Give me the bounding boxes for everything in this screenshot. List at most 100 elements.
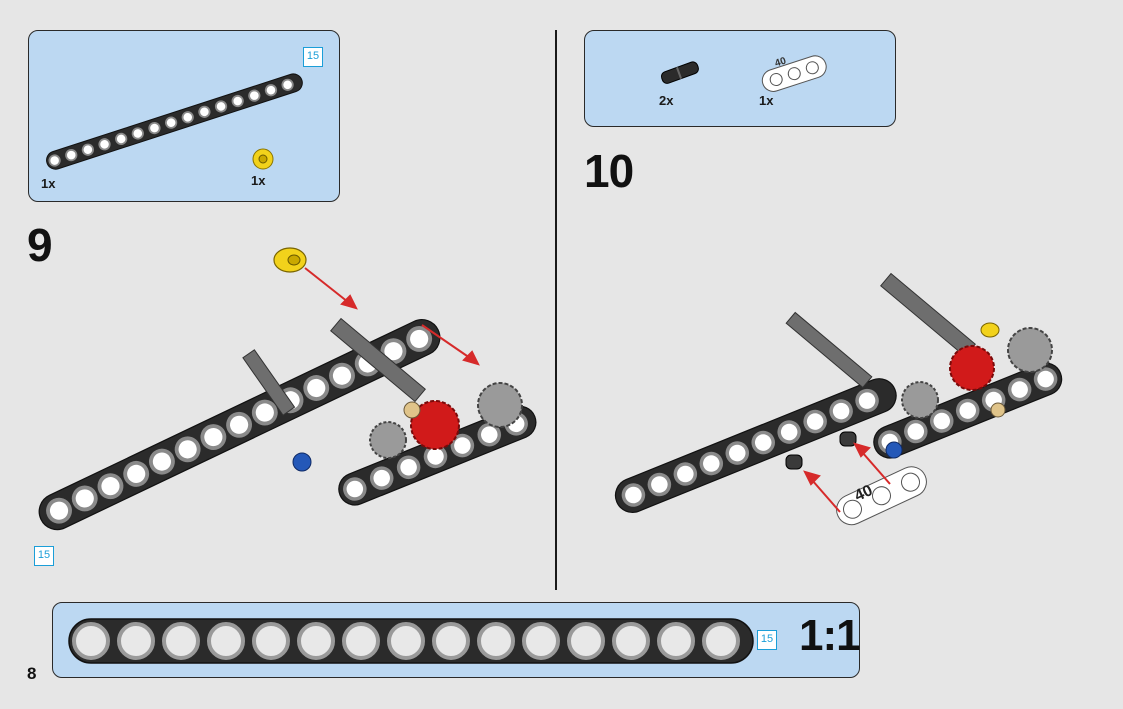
beam-hole xyxy=(450,433,475,458)
beam-hole xyxy=(1033,367,1058,391)
bush-yellow-in-assembly xyxy=(273,247,307,273)
scale-hole xyxy=(252,622,290,660)
beam-3-qty-label: 1x xyxy=(759,93,774,108)
beam-hole xyxy=(200,424,227,451)
scale-length-badge: 15 xyxy=(757,630,777,650)
beam-hole xyxy=(81,143,95,156)
beam-hole xyxy=(343,477,367,501)
beam-hole xyxy=(829,399,853,423)
gear-red xyxy=(410,400,460,450)
pins-in-assembly xyxy=(785,431,857,470)
beam-hole xyxy=(751,430,775,455)
beam-hole xyxy=(477,422,502,447)
connector-blue xyxy=(885,441,903,459)
beam-hole xyxy=(396,455,421,480)
step9-number: 9 xyxy=(27,219,53,271)
beam-hole xyxy=(725,441,750,465)
pin-black-part-image xyxy=(660,61,699,84)
beam-hole xyxy=(855,388,879,413)
beam-hole xyxy=(48,154,61,167)
gear-red xyxy=(949,345,995,391)
beam-hole xyxy=(329,362,355,389)
beam-hole xyxy=(621,483,646,507)
beam-hole xyxy=(930,409,954,433)
scale-hole xyxy=(432,622,470,660)
beam-hole xyxy=(98,138,111,151)
scale-hole xyxy=(342,622,380,660)
beam-hole xyxy=(123,460,150,487)
beam-hole xyxy=(231,94,244,108)
scale-hole xyxy=(162,622,200,660)
beam-hole xyxy=(699,451,724,476)
beam-3-white-in-assembly xyxy=(836,466,927,526)
beam-3-white-part-image xyxy=(761,55,827,92)
bush-qty-label: 1x xyxy=(251,173,266,188)
beam-hole xyxy=(71,485,98,512)
scale-hole xyxy=(522,622,560,660)
gear-grey-small xyxy=(369,421,407,459)
beam-hole xyxy=(264,84,278,97)
scale-beam-15 xyxy=(68,618,754,664)
beam-hole xyxy=(148,448,175,475)
scale-hole xyxy=(612,622,650,660)
axle-back-right xyxy=(880,272,976,358)
scale-callout: 15 xyxy=(52,602,860,678)
beam-hole xyxy=(214,100,228,113)
bush-yellow-in-assembly xyxy=(980,322,1000,338)
gear-grey xyxy=(1007,327,1053,373)
pin-qty-label: 2x xyxy=(659,93,674,108)
beam-hole xyxy=(97,473,124,500)
beam-length-badge: 15 xyxy=(303,47,323,67)
step10-parts-callout: 2x 40 1x xyxy=(584,30,896,127)
beam-hole xyxy=(46,497,72,524)
scale-hole xyxy=(387,622,425,660)
axle-left xyxy=(242,349,296,416)
connector-tan xyxy=(403,401,421,419)
beam-hole xyxy=(115,132,128,146)
beam-hole xyxy=(369,466,394,490)
step9-beam-length-badge: 15 xyxy=(34,546,54,566)
beam-hole xyxy=(1007,377,1032,402)
beam-hole xyxy=(673,462,698,486)
connector-blue xyxy=(292,452,312,472)
beam-qty-label: 1x xyxy=(41,176,56,191)
bush-yellow-part-image xyxy=(252,148,274,170)
scale-hole xyxy=(477,622,515,660)
scale-hole xyxy=(297,622,335,660)
scale-hole xyxy=(72,622,110,660)
step9-parts-callout: 15 1x 1x xyxy=(28,30,340,202)
beam-hole xyxy=(406,325,433,352)
beam-hole xyxy=(955,398,980,423)
axle-back-left xyxy=(785,311,873,389)
beam-hole xyxy=(303,375,330,401)
beam-hole xyxy=(647,472,672,497)
beam-hole xyxy=(181,111,194,124)
gear-grey xyxy=(477,382,523,428)
beam-hole xyxy=(198,105,211,118)
step-divider xyxy=(555,30,557,590)
beam-hole xyxy=(226,411,253,438)
insert-arrows xyxy=(803,442,891,513)
step10-number: 10 xyxy=(584,145,634,197)
scale-hole xyxy=(567,622,605,660)
beam-hole xyxy=(65,149,78,162)
beam-hole xyxy=(251,399,278,426)
axle-upper xyxy=(330,317,426,403)
beam-hole xyxy=(174,436,201,463)
beam-hole xyxy=(131,127,144,140)
beam-hole xyxy=(281,78,294,91)
connector-tan xyxy=(990,402,1006,418)
scale-hole xyxy=(117,622,155,660)
beam-hole xyxy=(165,116,178,129)
step10-assembly-illustration xyxy=(614,272,1063,526)
scale-hole xyxy=(702,622,740,660)
scale-hole xyxy=(657,622,695,660)
page-number: 8 xyxy=(27,664,37,683)
beam-hole xyxy=(148,121,161,135)
gear-grey-small xyxy=(901,381,939,419)
beam-hole xyxy=(248,89,261,102)
beam-hole xyxy=(803,409,827,434)
insert-arrows xyxy=(304,267,480,366)
scale-hole xyxy=(207,622,245,660)
beam-hole xyxy=(904,419,928,444)
